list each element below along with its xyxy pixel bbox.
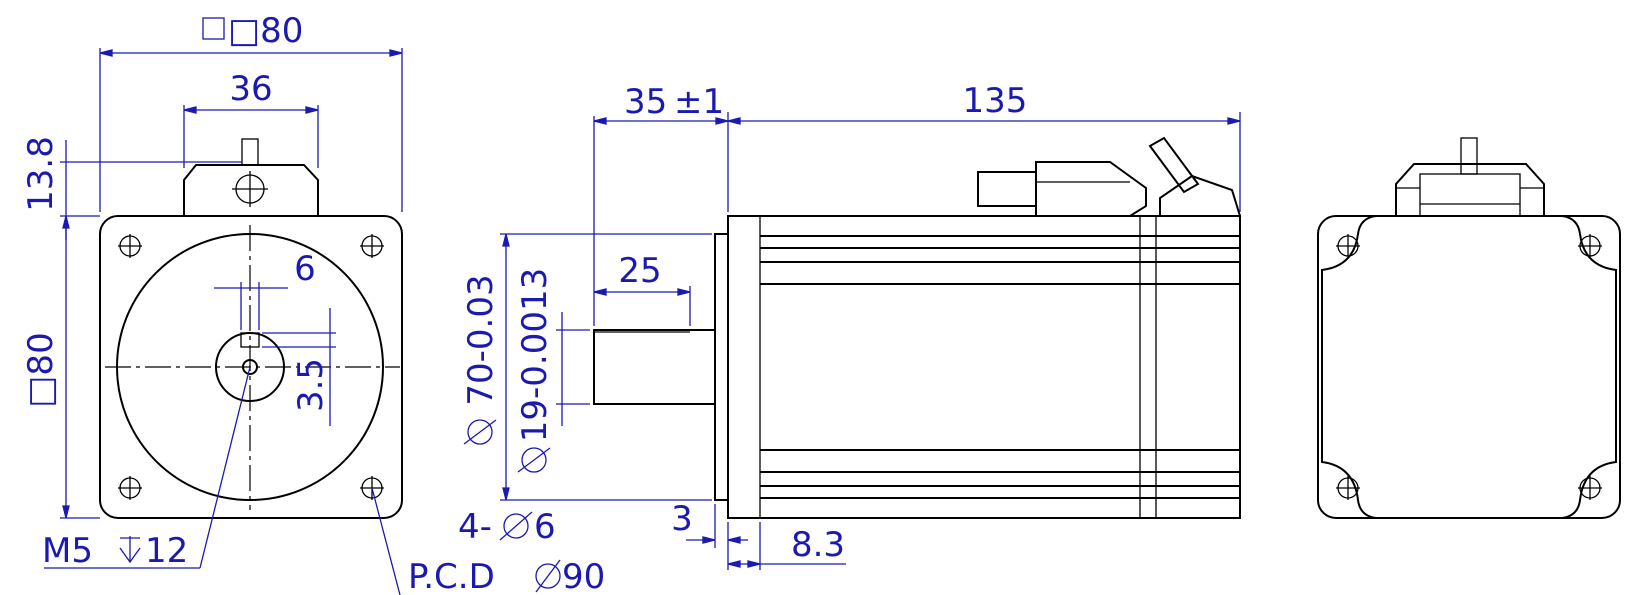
- depth-symbol: [119, 536, 141, 564]
- pilot-diameter-label: 70-0.03: [461, 274, 501, 405]
- shaft-length-label: 35: [624, 82, 667, 122]
- shaft-diameter-label: 19-0.0013: [515, 268, 555, 443]
- front-width-label: □80: [228, 11, 303, 51]
- key-length-label: 25: [618, 251, 661, 291]
- thread-size-label: M5: [42, 531, 93, 571]
- pcd-diameter-symbol: [535, 559, 561, 593]
- side-connectors: [977, 136, 1242, 217]
- bolt-count-label: 4-: [458, 507, 492, 547]
- shaft: [593, 329, 716, 405]
- front-view: □80 36 13.8 □80 6 3.5 M5: [21, 11, 605, 595]
- front-height-label: □80: [21, 332, 61, 407]
- pcd-label: P.C.D: [408, 557, 495, 595]
- tab-width-label: 36: [229, 69, 272, 109]
- rear-connectors: [1395, 137, 1545, 217]
- motor-body: [727, 215, 1241, 519]
- tab-height-label: 13.8: [21, 136, 61, 212]
- front-connector-tab: [183, 164, 319, 217]
- shaft-tolerance-label: ±1: [674, 82, 724, 122]
- side-view: 35 ±1 135 25 70-0.03 19-0.00: [458, 81, 1242, 570]
- pilot-depth-label: 3: [671, 499, 693, 539]
- pcd-diameter-label: 90: [562, 557, 605, 595]
- flange-thickness-label: 8.3: [791, 525, 845, 565]
- rear-cover: [1321, 215, 1617, 519]
- rear-view: [1317, 137, 1621, 519]
- pilot: [714, 233, 729, 501]
- thread-depth-label: 12: [145, 531, 188, 571]
- square-symbol: [202, 17, 225, 40]
- key-depth-label: 3.5: [291, 358, 331, 412]
- body-length-label: 135: [963, 81, 1028, 121]
- key-width-label: 6: [294, 249, 316, 289]
- shaft-diameter-symbol: [517, 447, 551, 473]
- rear-bolt-holes: [1336, 234, 1602, 500]
- pilot-diameter-symbol: [463, 419, 497, 445]
- front-bolt-holes: [118, 234, 384, 500]
- rear-flange: [1317, 215, 1621, 519]
- bolt-diameter-label: 6: [534, 507, 556, 547]
- bolt-diameter-symbol: [499, 511, 533, 541]
